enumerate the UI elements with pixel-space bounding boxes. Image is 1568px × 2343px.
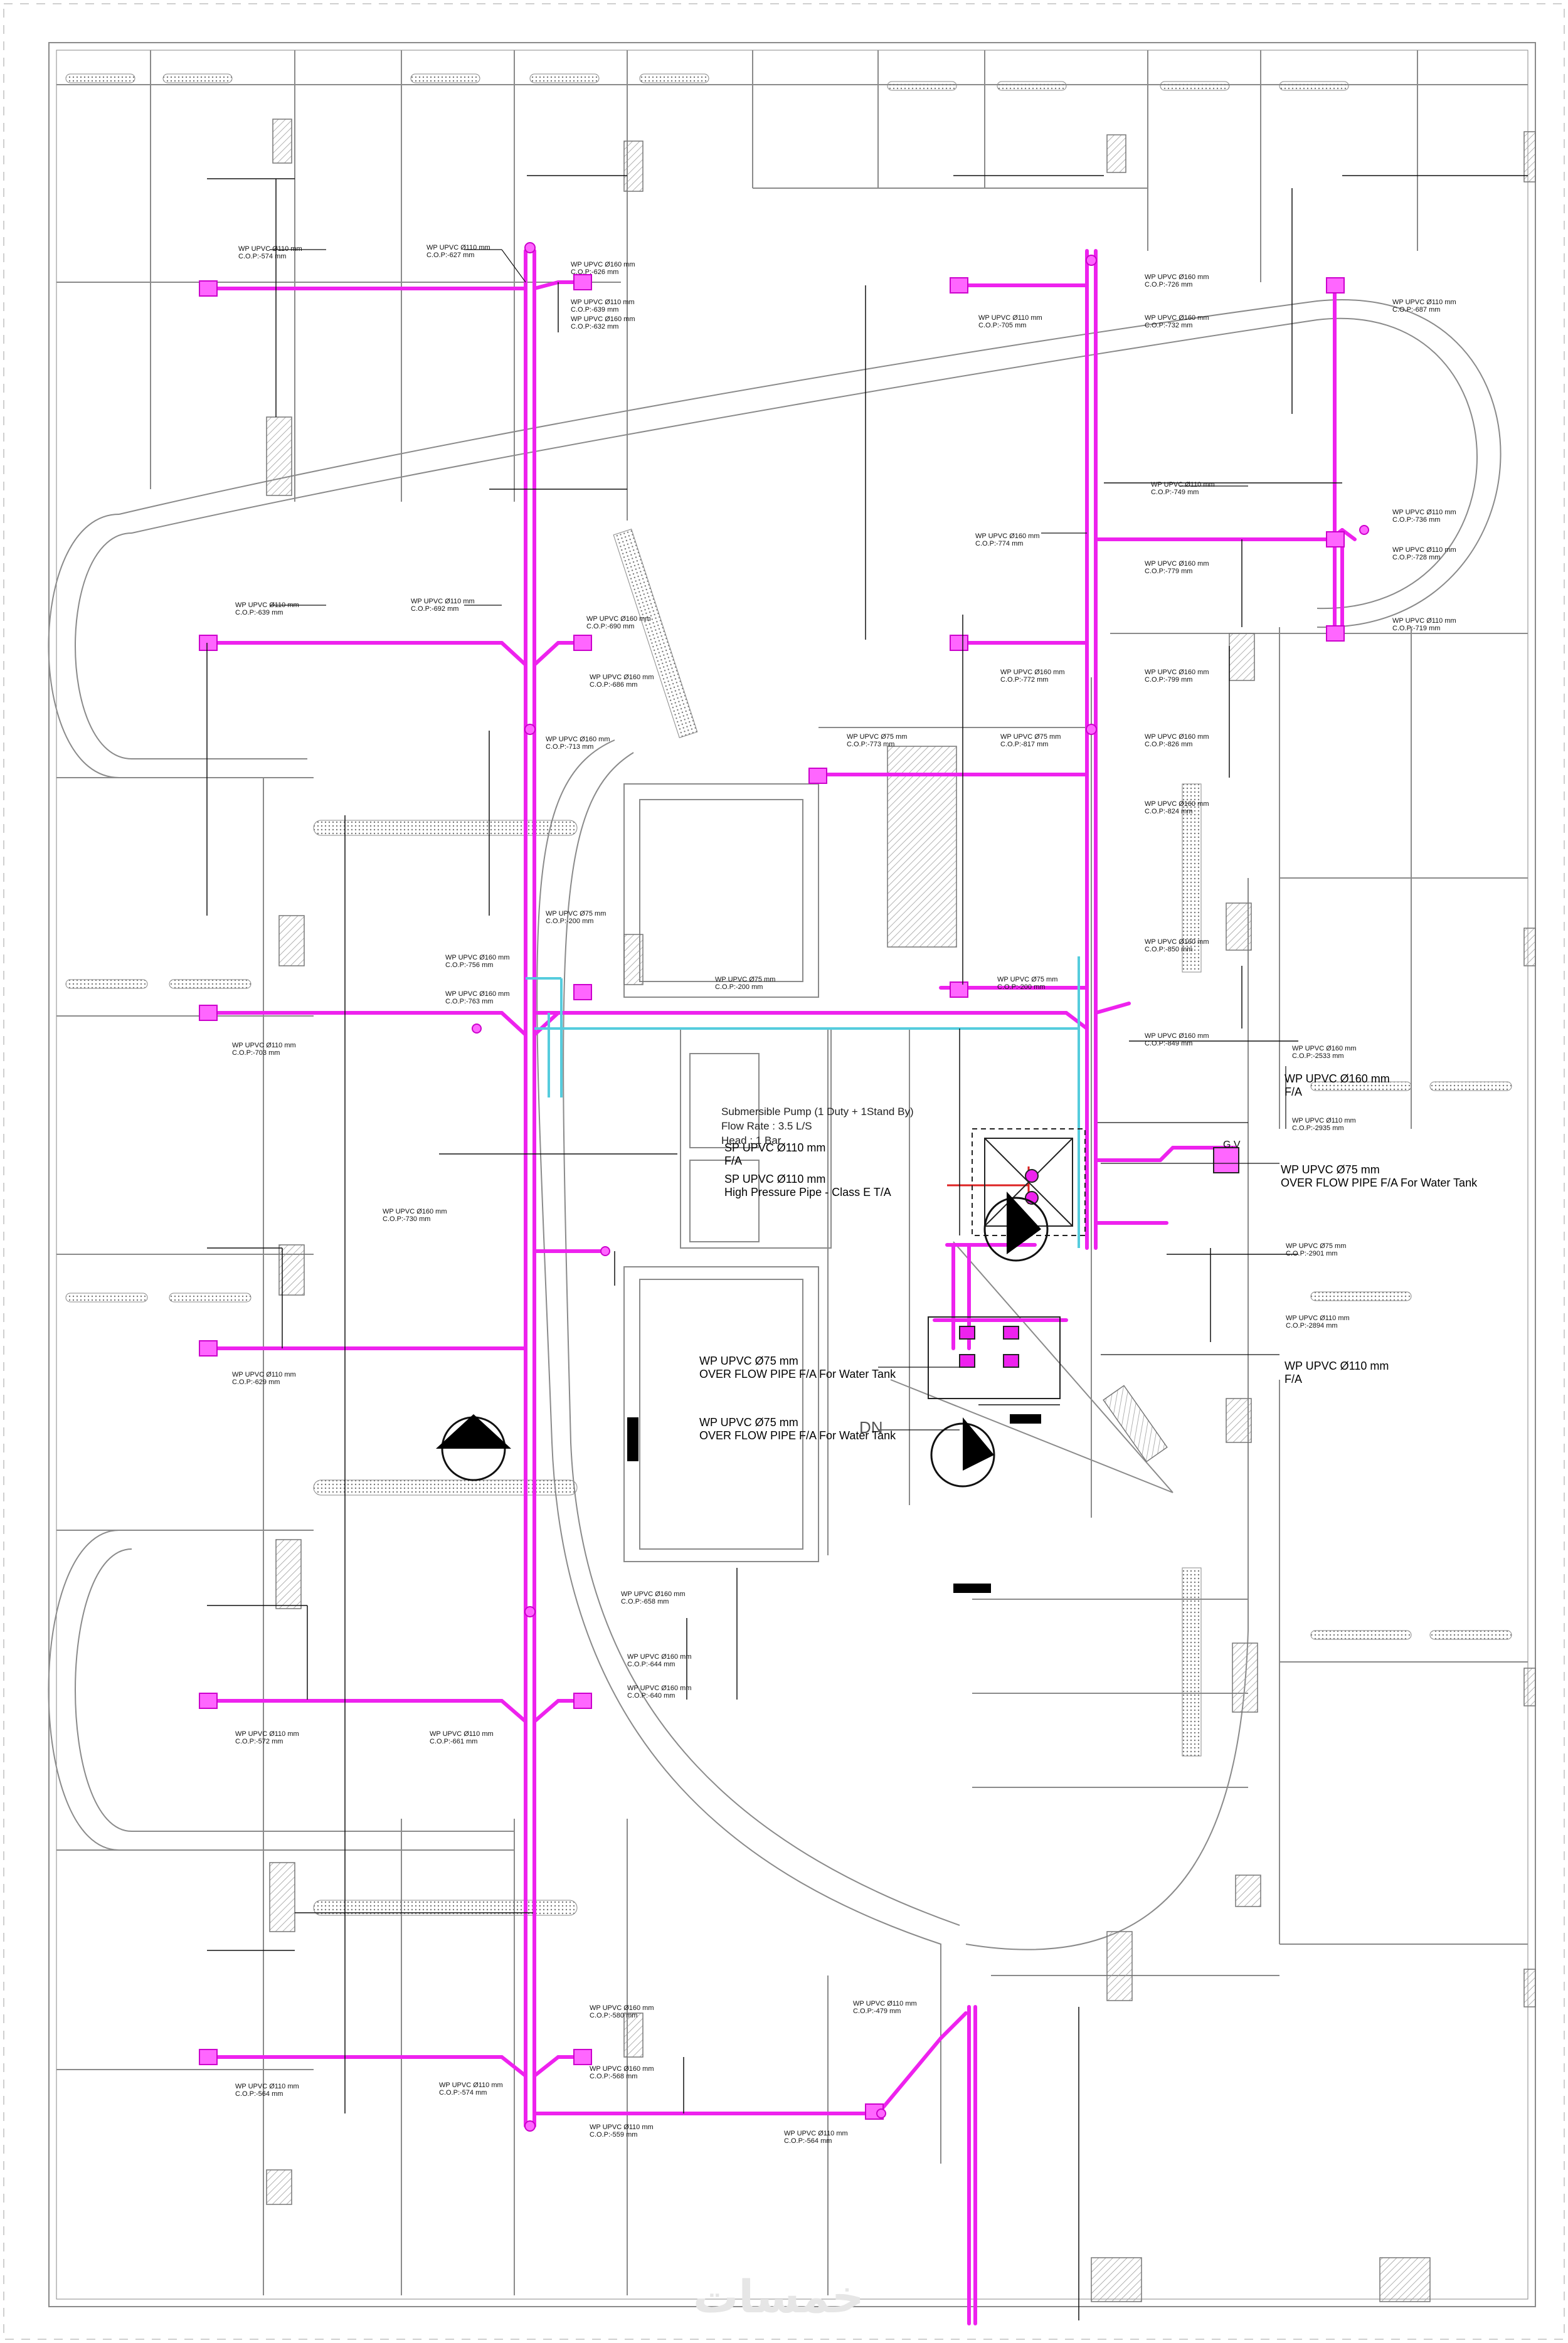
structural-columns	[266, 119, 1536, 2302]
note-line: SP UPVC Ø110 mm	[724, 1141, 826, 1154]
pump-specification: Submersible Pump (1 Duty + 1Stand By) Fl…	[721, 1105, 914, 1148]
note-wp-160: WP UPVC Ø160 mm F/A	[1285, 1072, 1390, 1098]
note-wp-75-overflow-a: WP UPVC Ø75 mm OVER FLOW PIPE F/A For Wa…	[699, 1355, 896, 1380]
note-line: WP UPVC Ø75 mm	[1281, 1163, 1380, 1176]
overflow-pipes	[526, 956, 1080, 1248]
note-wp-75-overflow-b: WP UPVC Ø75 mm OVER FLOW PIPE F/A For Wa…	[699, 1416, 896, 1442]
note-line: F/A	[1285, 1372, 1303, 1385]
parking-stop-bars	[65, 73, 1512, 1916]
note-line: OVER FLOW PIPE F/A For Water Tank	[699, 1429, 896, 1442]
note-wp-75-overflow-right: WP UPVC Ø75 mm OVER FLOW PIPE F/A For Wa…	[1281, 1163, 1477, 1189]
leader-lines	[270, 249, 1286, 1431]
note-line: WP UPVC Ø75 mm	[699, 1416, 798, 1429]
pump-pit	[928, 1128, 1239, 1399]
floor-drains	[199, 242, 1369, 2132]
note-line: WP UPVC Ø110 mm	[1285, 1360, 1389, 1372]
watermark: خمسات	[693, 2270, 864, 2323]
pump-head: Head : 1 Bar	[721, 1134, 781, 1146]
note-line: WP UPVC Ø75 mm	[699, 1355, 798, 1367]
pump-flow-rate: Flow Rate : 3.5 L/S	[721, 1119, 812, 1132]
note-line: High Pressure Pipe - Class E T/A	[724, 1185, 891, 1198]
note-sp-110: SP UPVC Ø110 mm F/A	[724, 1141, 825, 1167]
gate-valve-tag: G.V	[1223, 1140, 1241, 1150]
note-wp-110: WP UPVC Ø110 mm F/A	[1285, 1360, 1389, 1385]
drainage-pipes	[205, 249, 1357, 2325]
note-line: OVER FLOW PIPE F/A For Water Tank	[699, 1367, 896, 1380]
dimension-lines	[206, 175, 1528, 2320]
note-line: OVER FLOW PIPE F/A For Water Tank	[1281, 1176, 1478, 1189]
pump-type: Submersible Pump (1 Duty + 1Stand By)	[721, 1106, 914, 1118]
sheet-border	[3, 3, 1565, 2340]
note-line: F/A	[724, 1154, 743, 1167]
note-line: SP UPVC Ø110 mm	[724, 1173, 826, 1185]
note-line: WP UPVC Ø160 mm	[1285, 1072, 1390, 1085]
door-tag: DN	[859, 1418, 883, 1437]
section-markers	[436, 1192, 1049, 1593]
note-sp-110-high-pressure: SP UPVC Ø110 mm High Pressure Pipe - Cla…	[724, 1173, 891, 1198]
note-line: F/A	[1285, 1085, 1303, 1098]
